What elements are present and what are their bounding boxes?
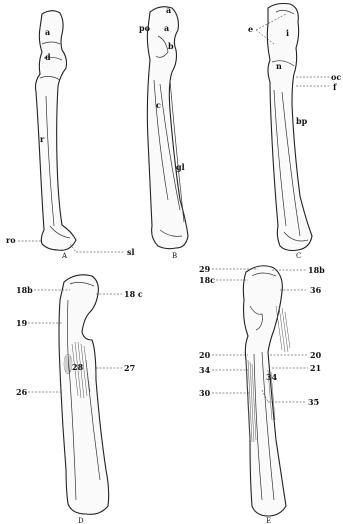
panel-e-label-21: 21 — [310, 363, 321, 373]
panel-a-bone — [36, 11, 77, 251]
panel-a-caption: A — [61, 252, 68, 260]
panel-c: e i n oc f bp C — [248, 4, 341, 261]
panel-b-label-b: b — [168, 41, 174, 51]
panel-e-label-36: 36 — [310, 285, 322, 295]
panel-e-label-34a: 34 — [199, 365, 211, 375]
panel-d-label-19: 19 — [16, 318, 28, 328]
panel-d-caption: D — [78, 517, 84, 524]
panel-e-label-29: 29 — [199, 264, 211, 274]
panel-d-label-28: 28 — [72, 362, 84, 372]
panel-c-label-bp: bp — [296, 116, 308, 126]
panel-d-label-27: 27 — [124, 363, 135, 373]
panel-d-label-18b: 18b — [16, 285, 33, 295]
panel-b-label-gl: gl — [176, 162, 185, 172]
panel-b-label-a: a — [166, 5, 171, 15]
panel-a-label-sl: sl — [127, 247, 135, 257]
panel-c-caption: C — [296, 252, 301, 260]
panel-d-label-26: 26 — [16, 387, 28, 397]
panel-e: 29 18b 18c 36 20 20 34 21 34 30 35 E — [199, 264, 325, 524]
panel-e-caption: E — [266, 517, 271, 524]
panel-c-label-e: e — [248, 24, 253, 34]
panel-d-label-18c: 18 c — [124, 289, 143, 299]
panel-e-label-18b: 18b — [308, 265, 325, 275]
panel-b-caption: B — [172, 252, 177, 260]
panel-e-label-30: 30 — [199, 388, 211, 398]
panel-a: a d r ro sl A — [6, 11, 135, 260]
panel-a-label-a: a — [45, 27, 50, 37]
panel-c-bone — [267, 4, 312, 251]
panel-b-label-a2: a — [164, 23, 169, 33]
panel-c-label-f: f — [333, 82, 337, 92]
panel-e-label-20b: 20 — [310, 350, 322, 360]
panel-e-label-20a: 20 — [199, 350, 211, 360]
panel-c-label-oc: oc — [331, 72, 341, 82]
panel-b-label-c: c — [156, 100, 161, 110]
panel-e-label-34b: 34 — [266, 372, 278, 382]
panel-e-label-35: 35 — [308, 397, 319, 407]
panel-e-label-18c: 18c — [199, 275, 215, 285]
panel-b: po a a b c gl B — [139, 5, 188, 260]
panel-d: 18b 18 c 19 28 27 26 D — [16, 275, 143, 524]
panel-c-label-n: n — [276, 61, 282, 71]
panel-a-label-d: d — [45, 52, 51, 62]
panel-b-label-po: po — [139, 23, 151, 33]
panel-a-label-ro: ro — [6, 235, 16, 245]
panel-c-label-i: i — [286, 28, 289, 38]
